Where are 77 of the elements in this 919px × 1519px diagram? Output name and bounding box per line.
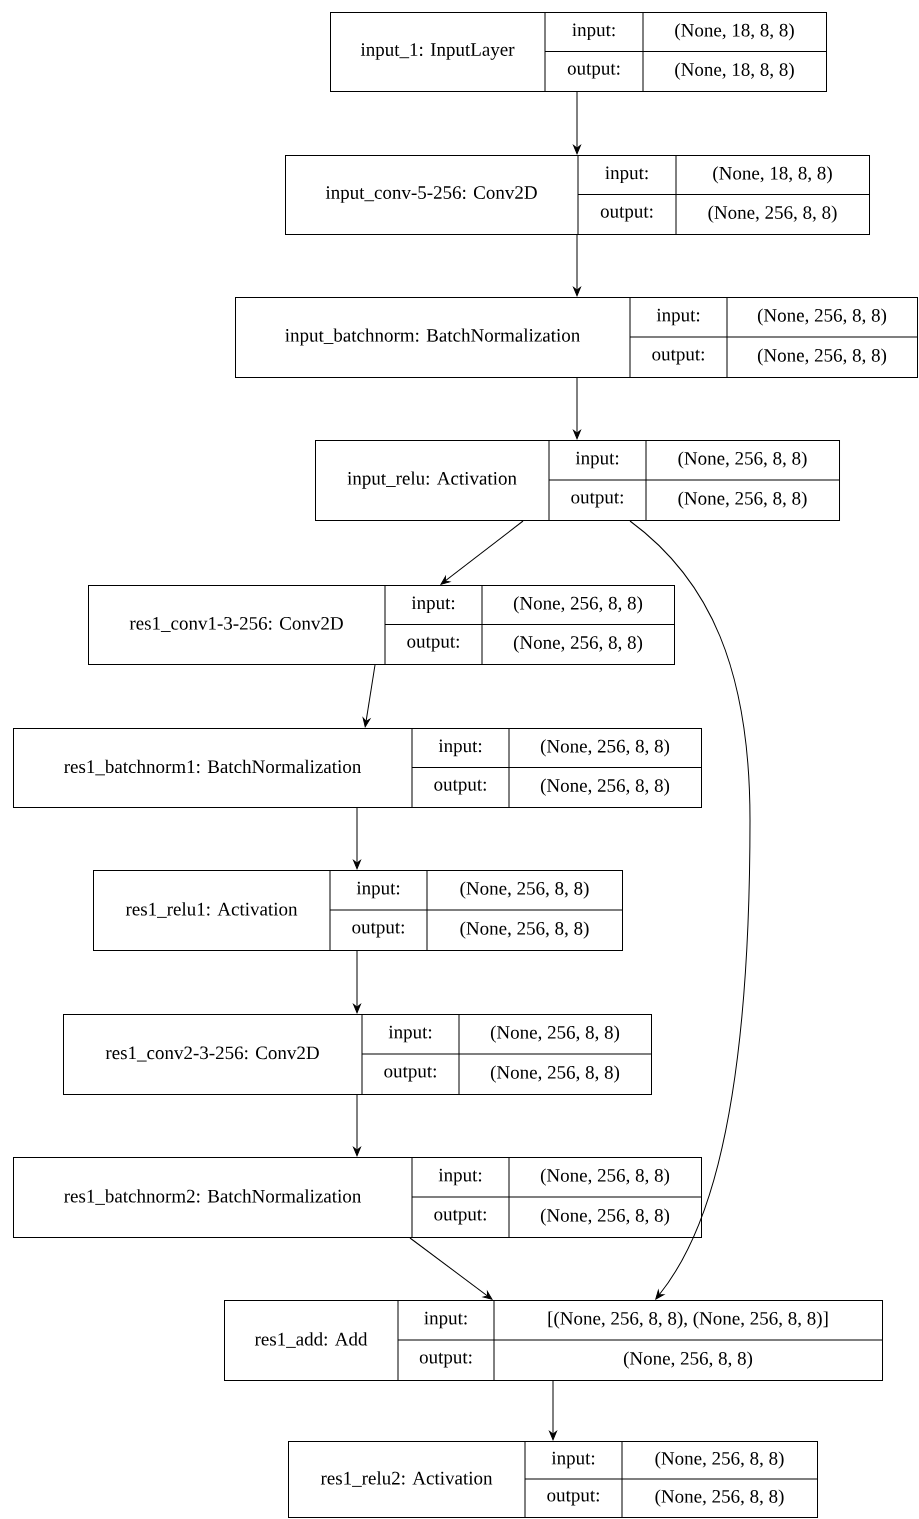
shape-value: (None, 256, 8, 8) [757, 348, 887, 366]
shape-value: (None, 256, 8, 8) [460, 921, 589, 939]
arrow [629, 520, 751, 1300]
shape-value: (None, 256, 8, 8) [490, 1025, 620, 1043]
port-label: output: [600, 206, 653, 222]
shape-value: (None, 256, 8, 8) [490, 1065, 620, 1083]
port-label: input: [356, 881, 400, 899]
shape-value: (None, 18, 8, 8) [713, 166, 832, 184]
layer-name: res1_conv1-3-256: Conv2D [129, 617, 343, 632]
layer-name: res1_batchnorm2: BatchNormalization [64, 1189, 362, 1205]
port-label: input: [605, 166, 648, 184]
port-label: input: [575, 451, 619, 469]
arrow [573, 234, 581, 297]
shape-value: (None, 18, 8, 8) [675, 62, 794, 80]
shape-value: (None, 18, 8, 8) [675, 23, 794, 41]
arrow [353, 950, 361, 1014]
port-label: input: [438, 739, 482, 757]
shape-value: (None, 256, 8, 8) [708, 205, 837, 223]
shape-value: (None, 256, 8, 8) [540, 739, 670, 757]
shape-value: (None, 256, 8, 8) [513, 635, 643, 653]
port-label: input: [551, 1451, 595, 1469]
port-label: output: [567, 63, 620, 79]
shape-value: (None, 256, 8, 8) [655, 1489, 784, 1507]
port-label: output: [407, 636, 459, 652]
arrow [573, 91, 581, 155]
port-label: output: [434, 779, 486, 795]
shape-value: (None, 256, 8, 8) [540, 1168, 670, 1186]
port-label: output: [652, 349, 704, 365]
port-label: output: [352, 922, 404, 938]
shape-value: (None, 256, 8, 8) [623, 1351, 753, 1369]
shape-value: (None, 256, 8, 8) [540, 778, 670, 796]
layer-box [63, 1013, 652, 1095]
port-label: output: [571, 492, 623, 508]
arrow [409, 1237, 493, 1300]
layer-name: input_relu: Activation [347, 471, 517, 489]
shape-value: (None, 256, 8, 8) [678, 491, 807, 509]
shape-value: (None, 256, 8, 8) [757, 308, 887, 326]
layer-name: res1_add: Add [254, 1332, 368, 1348]
arrow [549, 1380, 557, 1441]
port-label: input: [388, 1025, 432, 1043]
shape-value: (None, 256, 8, 8) [513, 596, 643, 614]
port-label: input: [411, 596, 455, 614]
shape-value: (None, 256, 8, 8) [655, 1451, 784, 1469]
port-label: output: [384, 1066, 436, 1082]
arrow [573, 377, 581, 440]
shape-value: [(None, 256, 8, 8), (None, 256, 8, 8)] [548, 1311, 828, 1329]
layer-name: res1_batchnorm1: BatchNormalization [64, 759, 362, 776]
layer-box [224, 1299, 883, 1381]
arrow [353, 1094, 361, 1157]
port-label: output: [547, 1490, 599, 1506]
layer-box [13, 1156, 702, 1238]
port-label: input: [572, 23, 615, 41]
port-label: input: [424, 1311, 467, 1329]
shape-value: (None, 256, 8, 8) [678, 451, 807, 469]
arrow [440, 520, 524, 585]
layer-box [93, 869, 623, 951]
layer-name: res1_relu2: Activation [320, 1471, 493, 1487]
layer-box [88, 584, 675, 665]
port-label: input: [656, 308, 700, 326]
layer-name: res1_conv2-3-256: Conv2D [105, 1046, 319, 1062]
arrow [353, 807, 361, 870]
shape-value: (None, 256, 8, 8) [460, 881, 589, 899]
layer-name: input_batchnorm: BatchNormalization [285, 328, 580, 346]
layer-box [330, 11, 827, 92]
layer-name: res1_relu1: Activation [125, 902, 298, 918]
port-label: input: [438, 1168, 482, 1186]
layer-box [235, 296, 918, 378]
port-label: output: [434, 1209, 486, 1225]
shape-value: (None, 256, 8, 8) [540, 1208, 670, 1226]
layer-box [315, 439, 840, 521]
layer-box [13, 727, 702, 808]
port-label: output: [419, 1352, 472, 1368]
layer-box [288, 1440, 818, 1518]
layer-name: input_conv-5-256: Conv2D [325, 186, 537, 203]
arrow [362, 664, 376, 728]
layer-name: input_1: InputLayer [360, 43, 515, 60]
layer-box [285, 154, 870, 235]
